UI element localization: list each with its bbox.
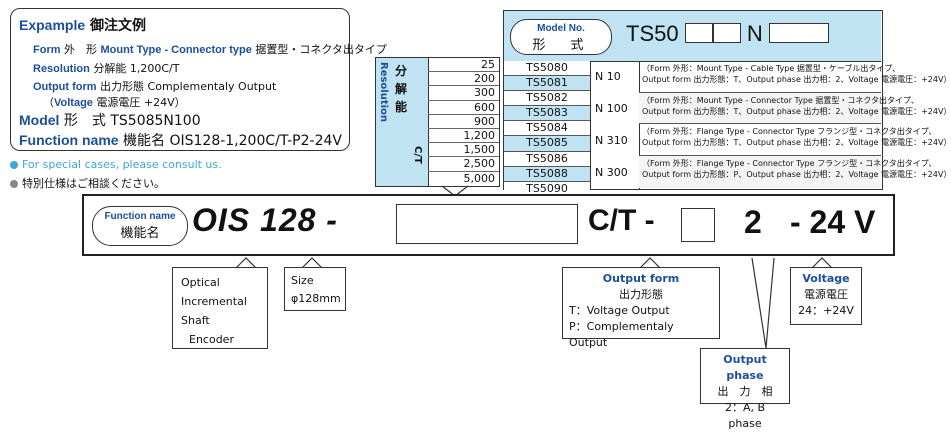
resolution-label-ct: C/T [412, 146, 423, 164]
example-output: Output form 出力形態 Complementaly Output [33, 80, 277, 93]
resolution-value: 1,200 [428, 129, 499, 144]
ts-code: TS5083 [504, 106, 590, 122]
example-form: Form 外 形 Mount Type - Connector type 据置型… [33, 43, 387, 56]
size-callout: Size φ128mm [284, 267, 346, 311]
resolution-value: 25 [428, 58, 499, 73]
resolution-label-jp: 分解能 [394, 64, 407, 114]
model-table: Model No. 形 式 TS50 N TS5080 TS5081 TS508… [503, 10, 951, 196]
ts-code-column: TS5080 TS5081 TS5082 TS5083 TS5084 TS508… [504, 61, 590, 196]
function-ct: C/T - [588, 204, 655, 237]
model-label-pill: Model No. 形 式 [510, 19, 612, 55]
code-blank-box [768, 23, 829, 43]
n-code: N 10 [595, 70, 621, 83]
function-name-bar: Function name 機能名 OIS 128 - C/T - 2 - 24… [82, 194, 895, 256]
model-header: Model No. 形 式 TS50 N [504, 11, 881, 62]
description-column: （Form 外形：Mount Type - Cable Type 据置型・ケーブ… [639, 61, 951, 188]
ts-code: TS5080 [504, 61, 590, 77]
resolution-value: 2,500 [428, 157, 499, 172]
resolution-value: 600 [428, 101, 499, 115]
output-phase-callout: Output phase 出 力 相 2：A, B phase [700, 348, 790, 430]
resolution-label-column: Resolution 分解能 C/T [376, 58, 429, 186]
example-title: Expample 御注文例 [19, 17, 147, 34]
output-form-input-box [681, 208, 715, 242]
model-description: （Form 外形：Mount Type - Cable Type 据置型・ケーブ… [639, 61, 951, 93]
example-box: Expample 御注文例 Form 外 形 Mount Type - Conn… [10, 8, 387, 151]
bullet-icon [10, 180, 18, 188]
resolution-table: Resolution 分解能 C/T 25 200 300 600 900 1,… [375, 57, 500, 187]
resolution-values: 25 200 300 600 900 1,200 1,500 2,500 5,0… [428, 58, 499, 186]
example-model: Model 形 式 TS5085N100 [19, 112, 201, 129]
example-voltage: （Voltage 電源電圧 +24V） [43, 96, 186, 109]
n-code: N 100 [595, 102, 628, 115]
model-description: （Form 外形：Mount Type - Connector Type 据置型… [639, 92, 951, 125]
ts-code: TS5082 [504, 91, 590, 107]
function-phase: 2 [744, 204, 762, 240]
example-resolution: Resolution 分解能 1,200C/T [33, 62, 180, 75]
resolution-value: 900 [428, 115, 499, 129]
ts-code: TS5090 [504, 181, 590, 196]
example-function: Function name 機能名 OIS128-1,200C/T-P2-24V [19, 132, 342, 149]
ois-callout: Optical Incremental Shaft Encoder [172, 267, 268, 349]
ts-code: TS5081 [504, 76, 590, 92]
function-prefix: OIS 128 - [192, 202, 338, 238]
model-description: （Form 外形：Flange Type - Connector Type フラ… [639, 124, 951, 157]
ts-code: TS5088 [504, 166, 590, 182]
ts-code: TS5084 [504, 121, 590, 137]
n-code-column: N 10 N 100 N 310 N 300 [590, 61, 640, 189]
output-form-callout: Output form 出力形態 T：Voltage Output P：Comp… [562, 267, 720, 349]
resolution-value: 5,000 [463, 171, 496, 185]
model-description: （Form 外形：Flange Type - Connector Type フラ… [639, 156, 951, 188]
code-blank-box [712, 23, 741, 43]
resolution-value: 1,500 [428, 143, 499, 158]
resolution-value: 200 [428, 72, 499, 87]
resolution-value: 300 [428, 86, 499, 101]
function-name-pill: Function name 機能名 [92, 206, 188, 246]
n-code: N 310 [595, 134, 628, 147]
resolution-input-box [396, 204, 578, 244]
model-code: TS50 N [626, 21, 829, 47]
note-special-en: For special cases, please consult us. [10, 158, 222, 171]
note-special-jp: 特別仕様はご相談ください。 [10, 175, 165, 191]
function-voltage: - 24 V [790, 204, 876, 240]
ts-code: TS5086 [504, 151, 590, 167]
n-code: N 300 [595, 166, 628, 179]
bullet-icon [10, 161, 18, 169]
voltage-callout: Voltage 電源電圧 24：+24V [790, 267, 862, 325]
ts-code: TS5085 [504, 136, 590, 152]
code-blank-box [684, 23, 713, 43]
resolution-label-en: Resolution [378, 62, 389, 123]
